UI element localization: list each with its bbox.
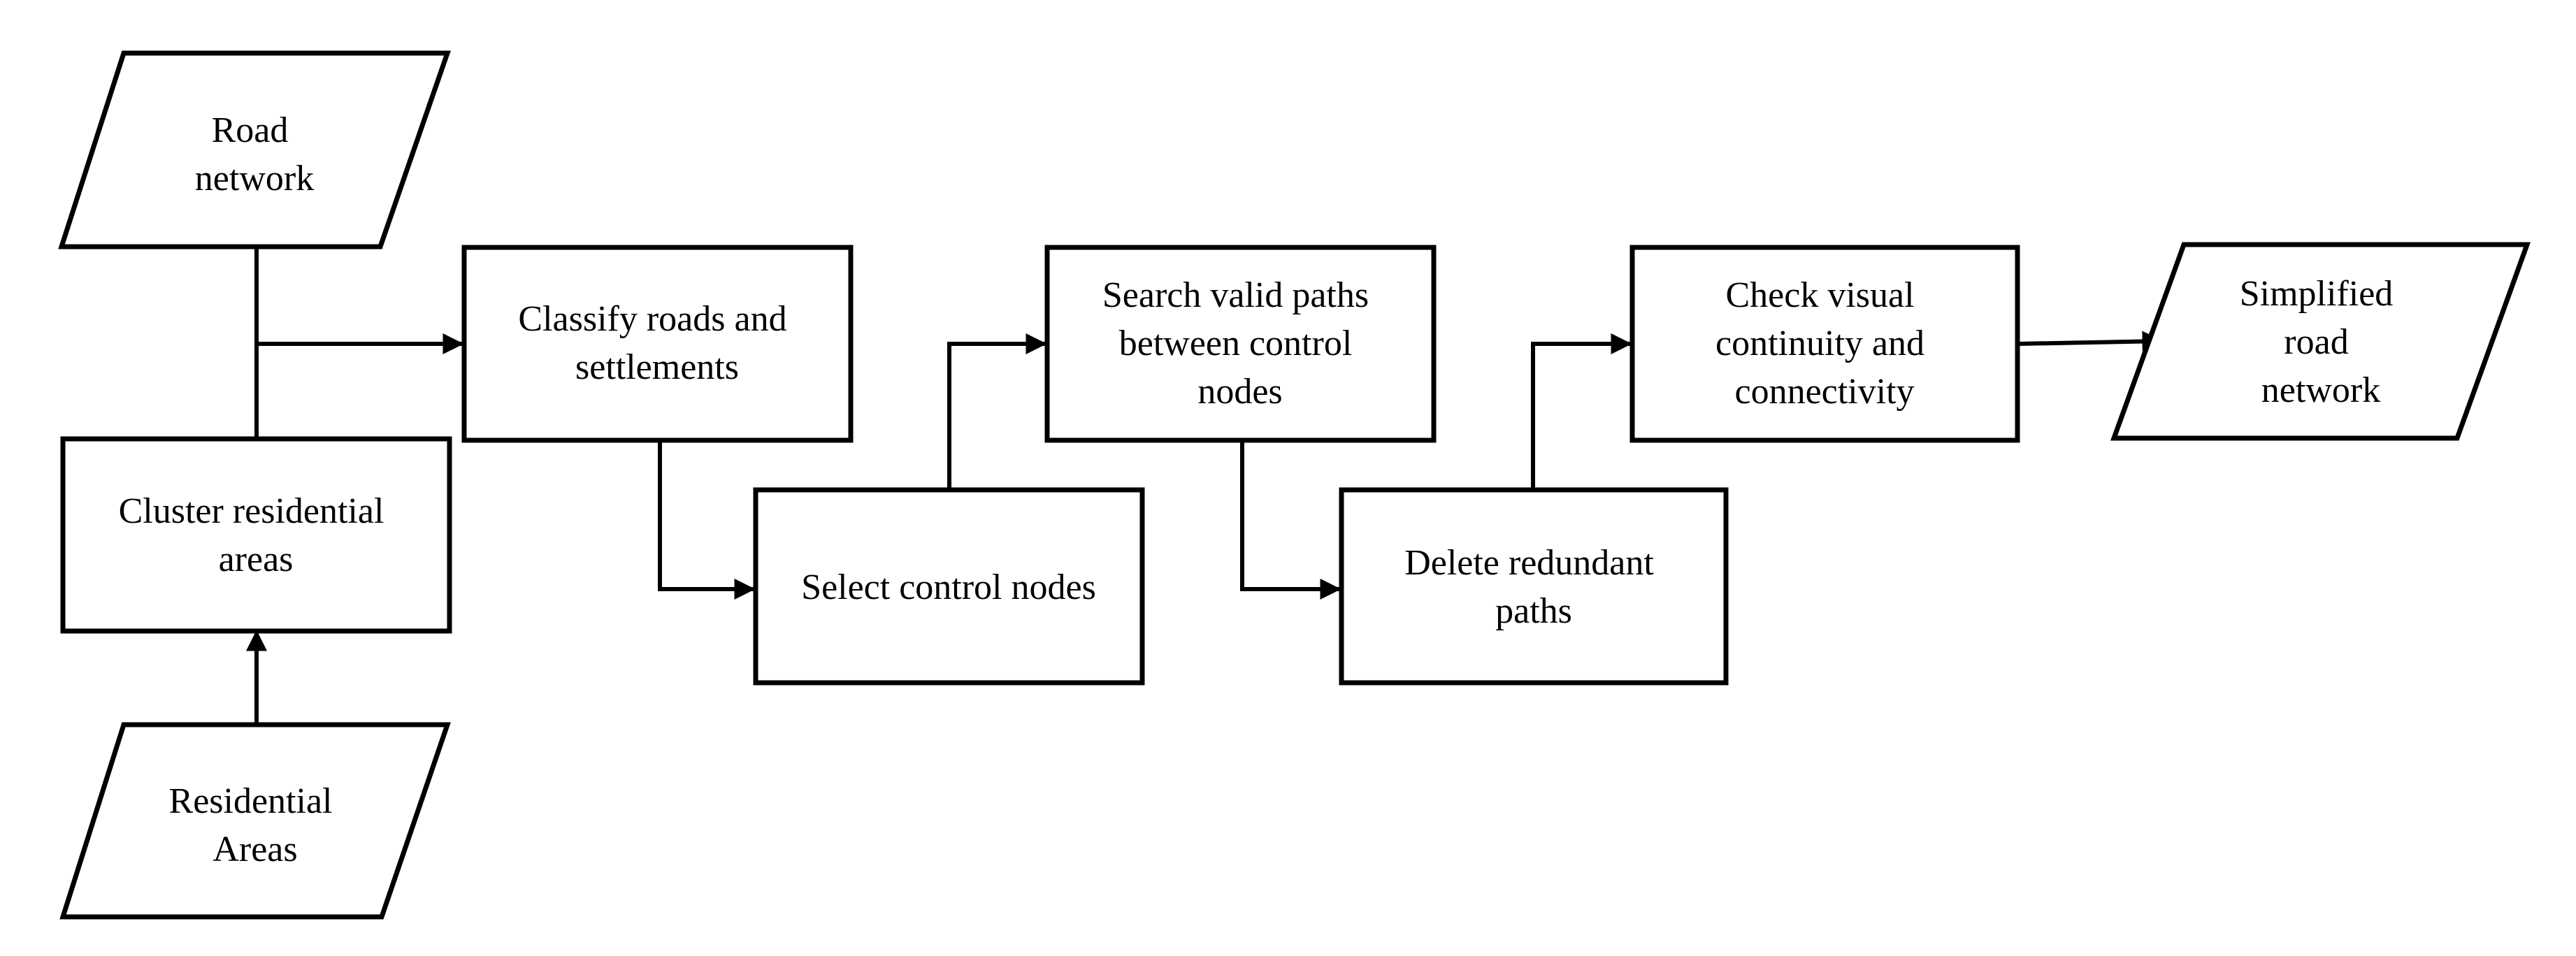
- search-paths-line-2: between control: [1119, 324, 1353, 363]
- search-paths-line-3: nodes: [1197, 372, 1282, 412]
- arrow-classify-to-select: [658, 440, 756, 600]
- select-control-line-1: Select control nodes: [801, 567, 1096, 607]
- road-network-label: Road network: [195, 110, 314, 198]
- road-network-line-2: network: [195, 159, 314, 198]
- residential-areas-line-1: Residential: [169, 781, 333, 821]
- classify-line-1: Classify roads and: [518, 299, 786, 339]
- search-paths-line-1: Search valid paths: [1102, 275, 1369, 315]
- arrow-select-to-search: [947, 333, 1047, 490]
- select-control-label: Select control nodes: [801, 567, 1096, 607]
- delete-redundant-line-2: paths: [1495, 591, 1572, 631]
- arrow-delete-to-check: [1531, 333, 1632, 490]
- process-cluster-residential-areas: Cluster residential areas: [60, 436, 452, 634]
- simplified-line-1: Simplified: [2240, 274, 2394, 314]
- arrow-search-to-delete: [1240, 440, 1341, 600]
- check-visual-line-3: connectivity: [1734, 372, 1914, 412]
- process-select-control-nodes: Select control nodes: [753, 487, 1145, 686]
- cluster-residential-line-1: Cluster residential: [119, 491, 384, 531]
- classify-label: Classify roads and settlements: [518, 299, 796, 387]
- output-simplified-road-network: Simplified road network: [2110, 242, 2531, 441]
- process-search-valid-paths: Search valid paths between control nodes: [1044, 245, 1437, 443]
- nodes: Road network Cluster residential areas R…: [58, 50, 2531, 920]
- check-visual-label: Check visual continuity and connectivity: [1715, 275, 1934, 412]
- check-visual-line-1: Check visual: [1725, 275, 1914, 315]
- check-visual-line-2: continuity and: [1715, 324, 1924, 363]
- simplified-line-2: road: [2284, 322, 2348, 362]
- search-paths-label: Search valid paths between control nodes: [1102, 275, 1378, 412]
- process-delete-redundant-paths: Delete redundant paths: [1339, 487, 1729, 686]
- simplified-line-3: network: [2261, 370, 2380, 410]
- process-classify-roads: Classify roads and settlements: [461, 245, 854, 443]
- residential-areas-label: Residential Areas: [169, 781, 342, 869]
- simplified-label: Simplified road network: [2240, 274, 2403, 410]
- road-network-line-1: Road: [212, 110, 289, 150]
- input-residential-areas: Residential Areas: [59, 722, 451, 920]
- delete-redundant-label: Delete redundant paths: [1404, 543, 1663, 631]
- connectors: [246, 247, 2164, 725]
- delete-redundant-line-1: Delete redundant: [1404, 543, 1654, 583]
- input-road-network: Road network: [58, 50, 451, 249]
- process-check-visual-continuity: Check visual continuity and connectivity: [1629, 245, 2020, 443]
- cluster-residential-label: Cluster residential areas: [119, 491, 394, 579]
- residential-areas-line-2: Areas: [213, 830, 297, 869]
- arrow-check-to-simplified: [2017, 331, 2164, 352]
- classify-line-2: settlements: [575, 347, 739, 387]
- cluster-residential-line-2: areas: [219, 539, 294, 579]
